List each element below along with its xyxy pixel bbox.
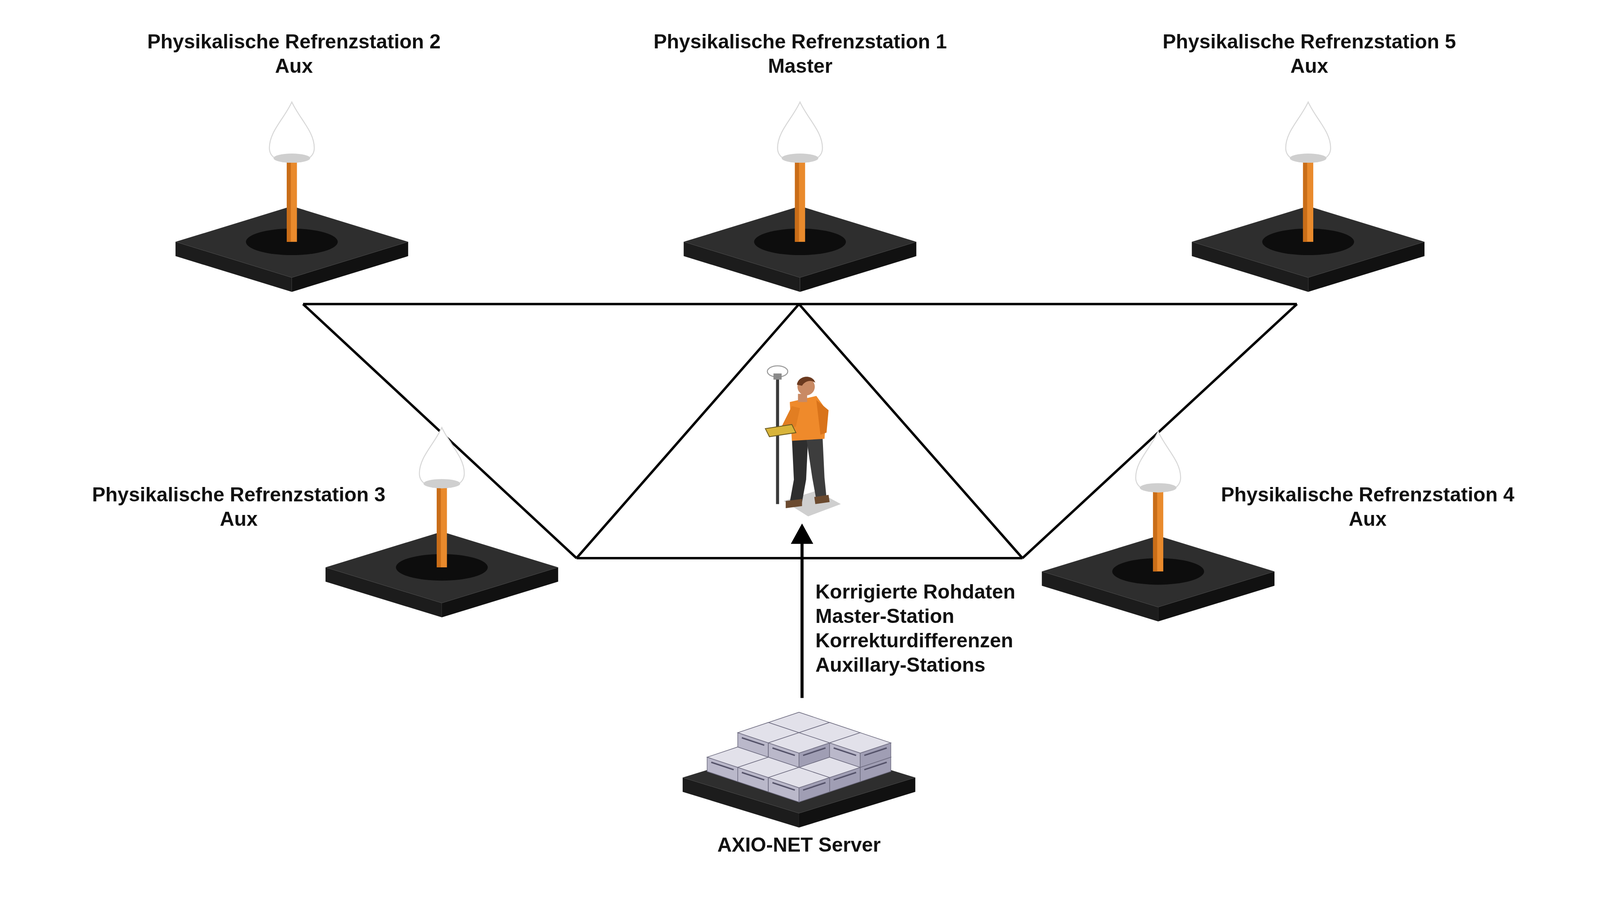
station-role: Aux: [1167, 507, 1568, 532]
station-node: Physikalische Refrenzstation 5Aux: [1109, 29, 1510, 79]
figure-leg: [806, 434, 827, 500]
station-name: Physikalische Refrenzstation 5: [1109, 29, 1510, 54]
station-node: Physikalische Refrenzstation 4Aux: [1167, 482, 1568, 532]
station-node: Physikalische Refrenzstation 3Aux: [38, 482, 439, 532]
data-arrow: [791, 523, 814, 698]
server-box: [829, 732, 891, 768]
station-role: Aux: [93, 53, 494, 79]
figure-hair: [797, 376, 816, 386]
survey-pole: [776, 373, 780, 505]
station-5-icon: [1191, 101, 1425, 292]
station-name: Physikalische Refrenzstation 4: [1167, 482, 1568, 508]
triangle-line: [799, 304, 1023, 559]
surveyor-figure: [765, 365, 841, 517]
station-node: Physikalische Refrenzstation 1Master: [600, 29, 1001, 79]
figure-arm: [816, 399, 829, 435]
figure-leg: [789, 436, 809, 502]
station-node: Physikalische Refrenzstation 2Aux: [93, 29, 494, 79]
triangle-line: [576, 304, 800, 559]
station-name: Physikalische Refrenzstation 3: [38, 482, 439, 508]
station-1-icon: [683, 101, 917, 292]
arrow-head: [791, 523, 814, 544]
network-triangles: [303, 304, 1297, 559]
server-box: [768, 767, 830, 803]
rover-antenna-base: [773, 373, 782, 380]
station-3-icon: [325, 427, 559, 618]
station-role: Master: [600, 53, 1001, 79]
station-role: Aux: [1109, 53, 1510, 79]
station-2-icon: [175, 101, 409, 292]
server-node: AXIO-NET Server: [619, 832, 979, 858]
station-name: Physikalische Refrenzstation 2: [93, 29, 494, 54]
station-role: Aux: [38, 507, 439, 532]
data-flow-note: Korrigierte Rohdaten Master-Station Korr…: [815, 579, 1040, 678]
server-icon: [682, 712, 916, 828]
figure-shoe: [785, 499, 803, 509]
station-4-icon: [1041, 431, 1275, 622]
field-controller: [765, 424, 797, 438]
figure-shoe: [814, 495, 830, 505]
station-name: Physikalische Refrenzstation 1: [600, 29, 1001, 54]
triangle-line: [576, 557, 1023, 560]
arrow-shaft: [800, 541, 804, 699]
station-name: AXIO-NET Server: [619, 832, 979, 858]
server-box: [768, 732, 830, 768]
